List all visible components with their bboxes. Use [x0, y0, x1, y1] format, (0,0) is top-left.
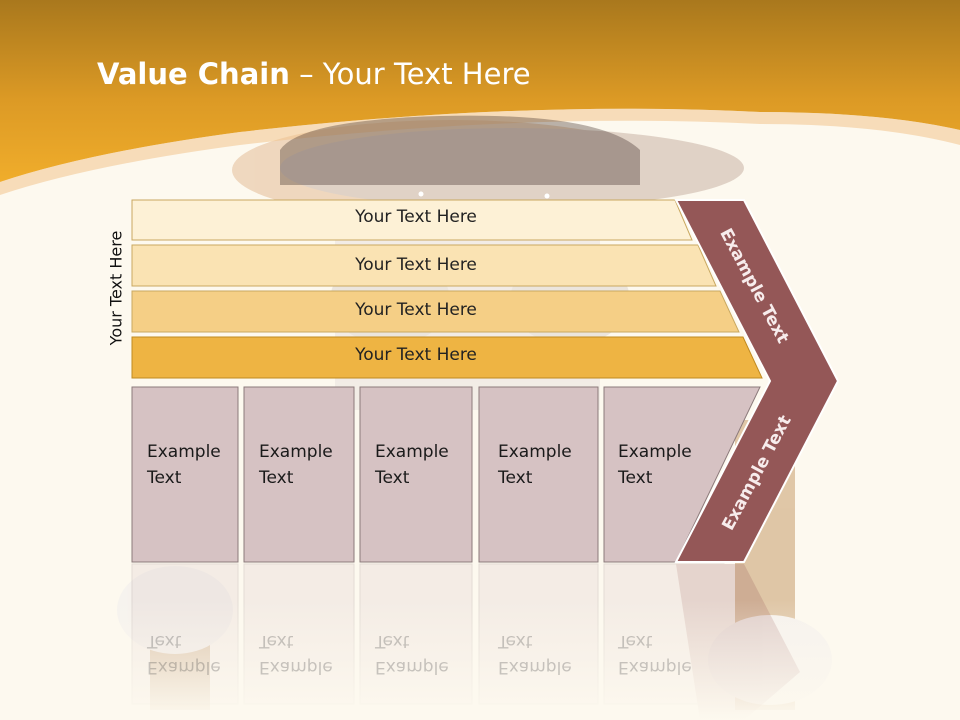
chevron-shape	[674, 199, 840, 563]
side-label: Your Text Here	[106, 230, 126, 346]
column-shape-3	[359, 386, 473, 563]
column-label-3: Example Text	[375, 442, 449, 488]
column-label-1: Example Text	[147, 442, 221, 488]
slide-title-rest: – Your Text Here	[289, 57, 531, 91]
column-label-4: Example Text	[498, 442, 572, 488]
column-reflection-3: Example Text	[375, 631, 449, 677]
column-label-5: Example Text	[618, 442, 692, 488]
column-reflection-5: Example Text	[618, 631, 692, 677]
bar-label-1: Your Text Here	[355, 207, 477, 227]
bar-label-4: Your Text Here	[355, 345, 477, 365]
bar-label-2: Your Text Here	[355, 255, 477, 275]
header-band	[0, 0, 960, 182]
column-shape-4	[478, 386, 599, 563]
reflection-fade	[120, 600, 840, 720]
dog-eye-highlight	[418, 191, 424, 197]
column-label-2: Example Text	[259, 442, 333, 488]
bar-label-3: Your Text Here	[355, 300, 477, 320]
bar-shape-1	[131, 199, 693, 241]
column-shape-1	[131, 386, 239, 563]
header-swoosh	[0, 108, 960, 195]
column-reflection-4: Example Text	[498, 631, 572, 677]
bar-shape-4	[131, 336, 763, 379]
column-reflection-2: Example Text	[259, 631, 333, 677]
slide-title: Value Chain – Your Text Here	[97, 52, 531, 96]
slide-title-bold: Value Chain	[97, 57, 290, 91]
column-shape-2	[243, 386, 355, 563]
bar-shape-2	[131, 244, 717, 287]
dog-eye-highlight	[544, 193, 550, 199]
bar-shape-3	[131, 290, 740, 333]
dog-head-image	[280, 115, 640, 185]
column-reflection-1: Example Text	[147, 631, 221, 677]
